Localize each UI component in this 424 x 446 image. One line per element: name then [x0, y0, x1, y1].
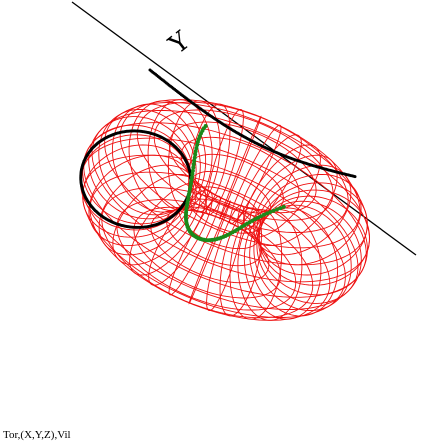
mesh-parallel — [104, 102, 368, 266]
mesh-parallel — [116, 199, 297, 311]
green-path-point — [256, 215, 260, 220]
green-path-point — [195, 143, 200, 147]
mesh-parallel — [178, 198, 260, 250]
mesh-parallel — [136, 101, 349, 233]
green-path-point — [271, 208, 276, 213]
black-path-point — [353, 175, 357, 179]
green-path-point — [275, 207, 279, 212]
mesh-parallel — [150, 209, 270, 284]
figure-caption: Tor,(X,Y,Z),Vil — [3, 429, 71, 441]
mesh-parallel — [89, 171, 331, 321]
green-path-point — [188, 184, 193, 189]
green-path-point — [278, 206, 283, 211]
green-point-path — [183, 124, 286, 243]
green-path-point — [262, 212, 266, 217]
green-path-point — [192, 159, 197, 163]
mesh-parallel — [153, 109, 334, 221]
green-path-point — [190, 175, 194, 180]
torus-wireframe — [80, 99, 370, 321]
green-path-point — [195, 139, 200, 144]
mesh-meridian — [258, 189, 370, 286]
green-path-point — [265, 211, 270, 216]
green-path-point — [190, 171, 195, 176]
mesh-parallel — [82, 154, 346, 318]
mesh-parallel — [91, 110, 370, 283]
green-path-point — [193, 152, 198, 157]
green-path-point — [194, 146, 199, 151]
green-path-point — [191, 165, 196, 170]
green-path-point — [191, 162, 196, 167]
green-path-point — [190, 168, 195, 173]
y-axis-label: Y — [163, 26, 196, 61]
black-path-point — [82, 159, 86, 163]
green-path-point — [259, 214, 263, 219]
mesh-parallel — [133, 206, 282, 299]
green-path-point — [193, 149, 198, 154]
mesh-parallel — [190, 170, 272, 222]
mesh-parallel — [119, 99, 361, 249]
green-path-point — [192, 155, 197, 160]
green-path-point — [189, 178, 194, 183]
mesh-parallel — [83, 122, 367, 298]
mesh-parallel — [166, 206, 262, 267]
green-path-point — [268, 210, 273, 214]
green-path-point — [281, 204, 286, 209]
mesh-parallel — [80, 137, 359, 310]
mesh-parallel — [168, 121, 317, 214]
